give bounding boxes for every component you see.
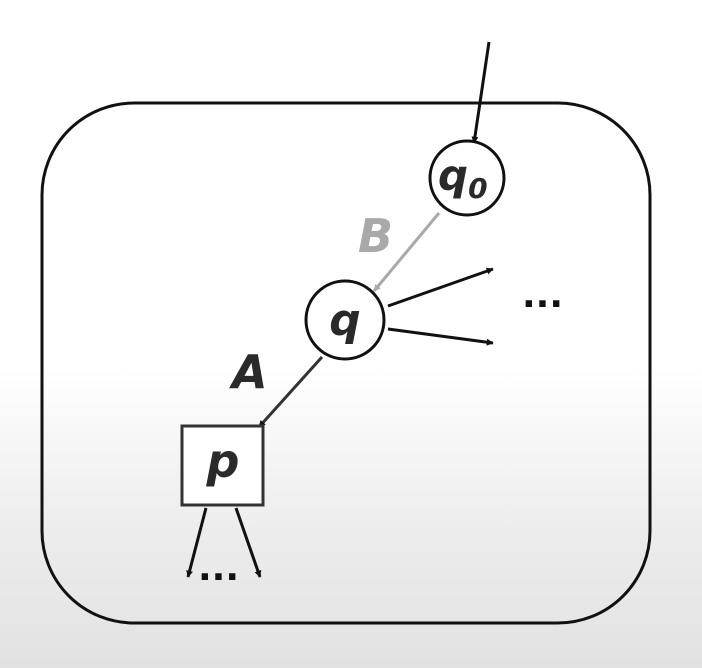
node-q0-main: q [438,151,468,200]
node-p-label: p [206,434,240,488]
edge-p-to-bottom-right [234,507,262,578]
initial-arrow [471,41,491,144]
edge-label-a: A [229,345,268,399]
node-q0-circle [428,139,506,217]
node-q: q [304,279,386,361]
ellipsis-bottom: ... [198,548,239,589]
edge-q0-to-q [372,212,441,292]
ellipsis-right: ... [522,275,563,316]
edge-q-to-p [257,355,324,429]
node-q-circle [304,279,386,361]
automaton-boundary [40,101,652,625]
node-p-square [180,424,265,507]
node-q0-subscript: 0 [468,172,487,205]
edge-p-to-bottom-left [186,507,208,578]
node-q-label: q [329,295,361,346]
edge-q-to-right-upper [387,267,494,308]
edge-q-to-right-lower [387,327,494,346]
node-p: p [180,424,265,507]
node-q0: q0 [428,139,506,217]
node-q0-label: q0 [438,151,488,205]
edge-label-b: B [358,209,393,263]
